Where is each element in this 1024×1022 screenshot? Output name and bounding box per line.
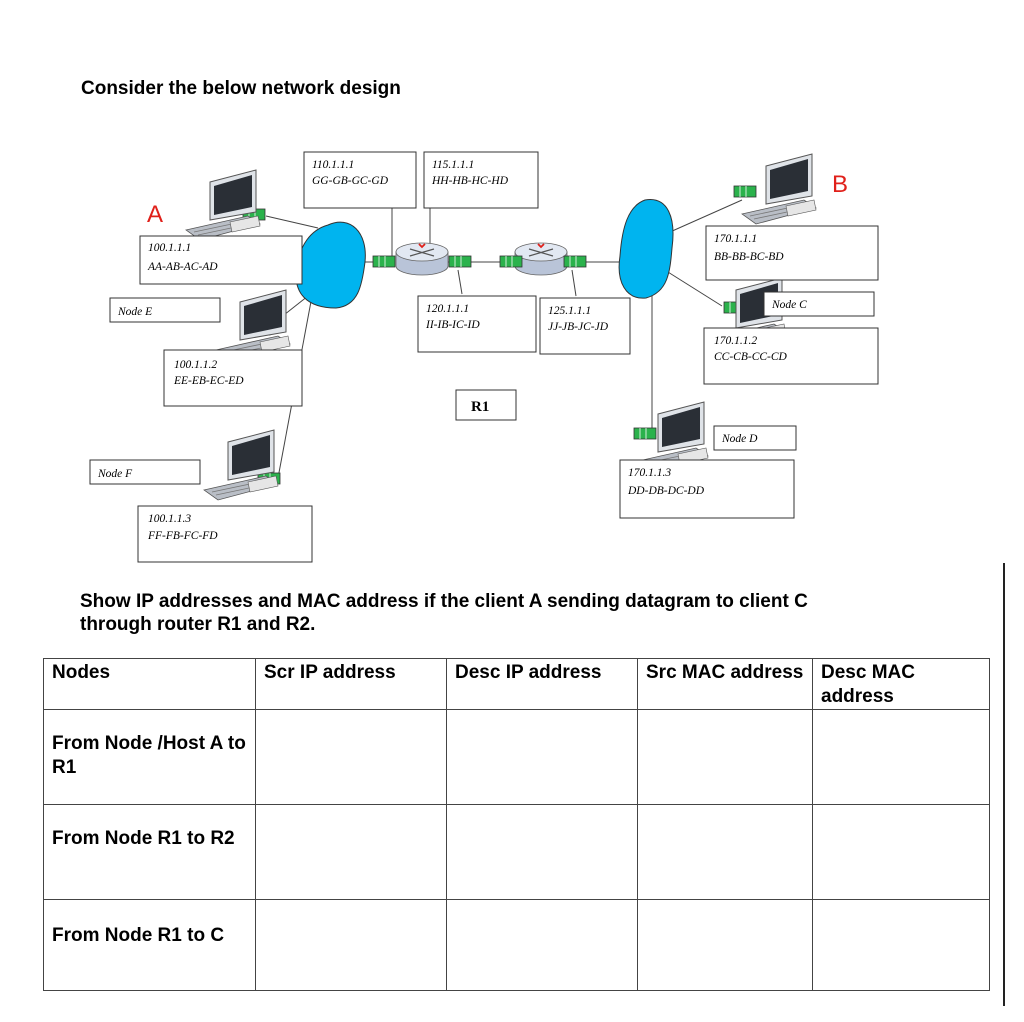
interface-icon bbox=[633, 427, 657, 440]
answer-table: Nodes Scr IP address Desc IP address Src… bbox=[43, 658, 990, 991]
node-name-label: Node D bbox=[721, 433, 758, 445]
address-box-host-a: 100.1.1.1 AA-AB-AC-AD bbox=[139, 235, 303, 285]
address-box-r1-left: 110.1.1.1 GG-GB-GC-GD bbox=[303, 151, 417, 209]
src-mac-cell[interactable] bbox=[637, 804, 813, 900]
mac-label: JJ-JB-JC-JD bbox=[548, 321, 609, 333]
node-f-computer-icon bbox=[203, 429, 279, 501]
host-b-letter: B bbox=[832, 171, 848, 198]
router-label: R1 bbox=[471, 399, 489, 415]
router-r1-icon bbox=[395, 242, 449, 276]
ip-label: 170.1.1.1 bbox=[714, 233, 757, 245]
node-cell: From Node R1 to R2 bbox=[43, 804, 256, 900]
router-label-box: R1 bbox=[455, 389, 517, 421]
mac-label: DD-DB-DC-DD bbox=[627, 485, 705, 497]
ip-label: 125.1.1.1 bbox=[548, 305, 591, 317]
dst-mac-cell[interactable] bbox=[812, 709, 990, 805]
question-prompt-line-1: Show IP addresses and MAC address if the… bbox=[80, 591, 808, 612]
mac-label: II-IB-IC-ID bbox=[425, 319, 480, 331]
table-row: From Node R1 to R2 bbox=[43, 804, 990, 900]
mac-label: GG-GB-GC-GD bbox=[312, 175, 389, 187]
src-ip-cell[interactable] bbox=[255, 804, 447, 900]
column-header-dst-mac: Desc MAC address bbox=[812, 658, 990, 710]
host-a-letter: A bbox=[147, 201, 163, 228]
page-margin-rule bbox=[1003, 563, 1005, 1006]
subnet-a-cloud bbox=[295, 221, 366, 309]
subnet-b-cloud bbox=[618, 199, 674, 299]
interface-icon bbox=[499, 255, 523, 268]
ip-label: 100.1.1.2 bbox=[174, 359, 217, 371]
dst-mac-cell[interactable] bbox=[812, 804, 990, 900]
node-c-label-box: Node C bbox=[763, 291, 875, 317]
interface-icon bbox=[372, 255, 396, 268]
table-header-row: Nodes Scr IP address Desc IP address Src… bbox=[43, 658, 990, 710]
ip-label: 100.1.1.3 bbox=[148, 513, 191, 525]
ip-label: 170.1.1.2 bbox=[714, 335, 757, 347]
node-name-label: Node C bbox=[771, 299, 807, 311]
ip-label: 120.1.1.1 bbox=[426, 303, 469, 315]
address-box-r2-right: 125.1.1.1 JJ-JB-JC-JD bbox=[539, 297, 631, 355]
table-row: From Node R1 to C bbox=[43, 899, 990, 991]
interface-icon bbox=[733, 185, 757, 198]
table-row: From Node /Host A to R1 bbox=[43, 709, 990, 805]
dst-ip-cell[interactable] bbox=[446, 899, 638, 991]
ip-label: 110.1.1.1 bbox=[312, 159, 354, 171]
ip-label: 115.1.1.1 bbox=[432, 159, 474, 171]
node-name-label: Node E bbox=[117, 306, 152, 318]
column-header-nodes: Nodes bbox=[43, 658, 256, 710]
address-box-node-d: 170.1.1.3 DD-DB-DC-DD bbox=[619, 459, 795, 519]
address-box-r1-right: 115.1.1.1 HH-HB-HC-HD bbox=[423, 151, 539, 209]
src-mac-cell[interactable] bbox=[637, 709, 813, 805]
router-r2-icon bbox=[514, 242, 568, 276]
column-header-src-ip: Scr IP address bbox=[255, 658, 447, 710]
dst-mac-cell[interactable] bbox=[812, 899, 990, 991]
dst-ip-cell[interactable] bbox=[446, 709, 638, 805]
column-header-dst-ip: Desc IP address bbox=[446, 658, 638, 710]
ip-label: 100.1.1.1 bbox=[148, 242, 191, 254]
src-mac-cell[interactable] bbox=[637, 899, 813, 991]
host-a-computer-icon bbox=[185, 169, 261, 241]
node-name-label: Node F bbox=[97, 468, 133, 480]
mac-label: CC-CB-CC-CD bbox=[714, 351, 788, 363]
network-diagram: A B 110.1.1.1 GG-GB-GC-GD 115.1.1.1 HH-H… bbox=[89, 151, 879, 563]
mac-label: BB-BB-BC-BD bbox=[714, 251, 784, 263]
mac-label: FF-FB-FC-FD bbox=[147, 530, 218, 542]
address-box-node-c: 170.1.1.2 CC-CB-CC-CD bbox=[703, 327, 879, 385]
address-box-r2-left: 120.1.1.1 II-IB-IC-ID bbox=[417, 295, 537, 353]
intro-heading: Consider the below network design bbox=[81, 78, 401, 99]
dst-ip-cell[interactable] bbox=[446, 804, 638, 900]
address-box-host-b: 170.1.1.1 BB-BB-BC-BD bbox=[705, 225, 879, 281]
interface-icon bbox=[448, 255, 472, 268]
node-cell: From Node /Host A to R1 bbox=[43, 709, 256, 805]
interface-icon bbox=[563, 255, 587, 268]
question-prompt-line-2: through router R1 and R2. bbox=[80, 614, 316, 635]
node-e-label-box: Node E bbox=[109, 297, 221, 323]
src-ip-cell[interactable] bbox=[255, 709, 447, 805]
src-ip-cell[interactable] bbox=[255, 899, 447, 991]
ip-label: 170.1.1.3 bbox=[628, 467, 671, 479]
node-d-label-box: Node D bbox=[713, 425, 797, 451]
address-box-node-e: 100.1.1.2 EE-EB-EC-ED bbox=[163, 349, 303, 407]
mac-label: AA-AB-AC-AD bbox=[147, 261, 218, 273]
mac-label: HH-HB-HC-HD bbox=[431, 175, 509, 187]
node-cell: From Node R1 to C bbox=[43, 899, 256, 991]
mac-label: EE-EB-EC-ED bbox=[173, 375, 244, 387]
node-f-label-box: Node F bbox=[89, 459, 201, 485]
column-header-src-mac: Src MAC address bbox=[637, 658, 813, 710]
address-box-node-f: 100.1.1.3 FF-FB-FC-FD bbox=[137, 505, 313, 563]
